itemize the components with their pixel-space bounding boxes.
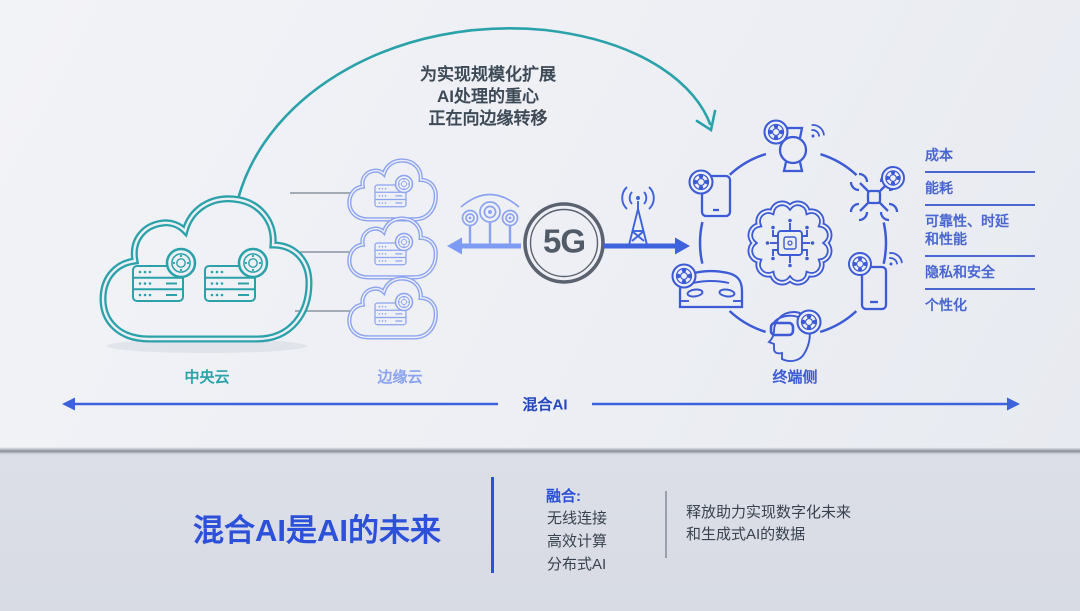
- drone-icon: [849, 165, 906, 222]
- tablet-icon: [688, 169, 732, 218]
- arrow-to-edge: [447, 237, 521, 255]
- cloud-shadow: [107, 339, 307, 353]
- footer-background: [0, 455, 1080, 611]
- annotation-line: 正在向边缘转移: [428, 109, 548, 128]
- car-icon: [671, 263, 744, 309]
- arrow-to-device: [604, 237, 690, 255]
- fusion-heading: 融合:: [546, 488, 581, 505]
- edge-cloud-icon: [349, 279, 436, 338]
- device-benefits-list: 成本 能耗 可靠性、时延和性能 隐私和安全 个性化: [925, 140, 1035, 321]
- small-cell-antenna-icon: [460, 193, 520, 244]
- 5g-circle-icon: [523, 202, 605, 284]
- hybrid-ai-axis-arrow: [62, 397, 1020, 411]
- edge-cloud-icon: [349, 161, 436, 220]
- central-cloud-label: 中央云: [184, 369, 230, 386]
- benefit-item-privacy: 隐私和安全: [925, 257, 1035, 290]
- edge-cloud-label: 边缘云: [377, 369, 423, 386]
- vr-headset-icon: [767, 309, 822, 362]
- footer-title: 混合AI是AI的未来: [193, 513, 441, 548]
- fusion-item: 无线连接: [547, 510, 608, 527]
- smartwatch-icon: [763, 119, 827, 173]
- device-ring: [698, 148, 888, 338]
- central-cloud-icon: [103, 199, 309, 339]
- shift-to-edge-arrow: [236, 27, 717, 201]
- footer-blue-divider: [491, 477, 494, 573]
- fusion-item: 高效计算: [547, 533, 608, 550]
- annotation-line: 为实现规模化扩展: [420, 65, 556, 84]
- smartphone-icon: [847, 249, 905, 311]
- ai-brain-icon: [747, 200, 833, 286]
- benefit-item-reliability: 可靠性、时延和性能: [925, 206, 1035, 257]
- edge-shift-annotation: 为实现规模化扩展 AI处理的重心 正在向边缘转移: [420, 64, 556, 130]
- footer-description-line: 和生成式AI的数据: [686, 526, 806, 543]
- device-side-label: 终端侧: [772, 369, 818, 386]
- edge-cloud-icon: [349, 219, 436, 278]
- annotation-line: AI处理的重心: [437, 87, 539, 106]
- server-icon: [132, 265, 256, 302]
- radio-tower-icon: [621, 186, 655, 246]
- footer-description-line: 释放助力实现数字化未来: [686, 504, 852, 521]
- fusion-item: 分布式AI: [547, 556, 607, 573]
- edge-cloud-icons: [349, 161, 436, 338]
- benefit-item-personalization: 个性化: [925, 297, 967, 313]
- benefit-item-cost: 成本: [925, 140, 1035, 173]
- 5g-label: 5G: [542, 222, 586, 260]
- benefit-item-energy: 能耗: [925, 173, 1035, 206]
- footer-gray-divider: [665, 491, 667, 558]
- section-divider-ridge: [0, 447, 1080, 455]
- device-icons: [671, 119, 906, 362]
- hybrid-ai-axis-label: 混合AI: [522, 396, 568, 414]
